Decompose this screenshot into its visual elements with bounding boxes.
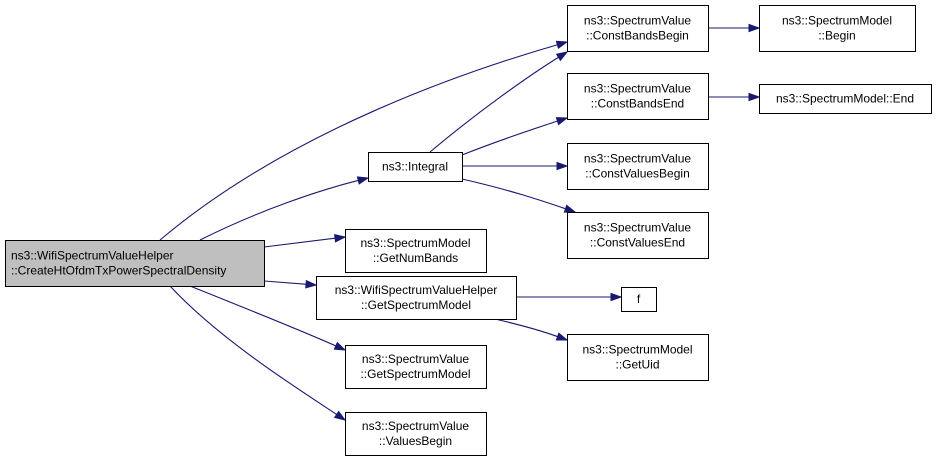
node-box[interactable] [345,412,487,456]
node-root[interactable]: ns3::WifiSpectrumValueHelper::CreateHtOf… [5,240,265,287]
node-model_begin[interactable]: ns3::SpectrumModel::Begin [759,5,916,52]
node-box[interactable] [759,84,932,114]
node-label-line: ::CreateHtOfdmTxPowerSpectralDensity [11,264,226,278]
arrow-head-icon [556,161,569,171]
node-box[interactable] [567,334,709,381]
arrow-head-icon [748,92,761,102]
node-label-line: ns3::SpectrumModel::End [776,92,914,106]
node-box[interactable] [567,143,709,190]
node-label-line: ns3::Integral [382,160,448,174]
arrow-head-icon [356,176,370,185]
node-label-line: ns3::WifiSpectrumValueHelper [335,283,498,297]
edge-integral-to-constbandsbegin [429,51,569,153]
edge-integral-to-constvaluesend [461,178,577,213]
edge-root-to-getspectrummodel_value [189,285,347,351]
node-label-line: ::GetSpectrumModel [360,367,470,381]
arrow-head-icon [305,279,318,289]
nodes-layer: ns3::WifiSpectrumValueHelper::CreateHtOf… [5,5,932,456]
node-integral[interactable]: ns3::Integral [368,152,463,182]
arrow-head-icon [555,332,569,341]
edge-root-to-constbandsbegin [159,40,569,241]
node-box[interactable] [567,212,709,259]
node-box[interactable] [621,287,657,312]
edge-line [159,43,559,241]
node-label-line: ns3::SpectrumValue [584,14,691,28]
node-model_end[interactable]: ns3::SpectrumModel::End [759,84,932,114]
node-getspectrummodel_helper[interactable]: ns3::WifiSpectrumValueHelper::GetSpectru… [316,276,517,320]
node-label-line: ns3::SpectrumModel [360,236,470,250]
arrow-head-icon [333,341,347,351]
node-box[interactable] [345,229,487,273]
node-box[interactable] [368,152,463,182]
node-label-line: f [637,292,641,306]
node-label-line: ::Begin [818,29,855,43]
arrow-head-icon [555,40,569,50]
edge-constbandsend-to-model_end [708,92,761,102]
node-getspectrummodel_value[interactable]: ns3::SpectrumValue::GetSpectrumModel [345,345,487,389]
edge-root-to-integral [199,176,370,241]
edge-line [429,56,560,153]
node-getnumbands[interactable]: ns3::SpectrumModel::GetNumBands [345,229,487,273]
node-box[interactable] [567,73,709,120]
edge-constbandsbegin-to-model_begin [708,23,761,33]
node-box[interactable] [345,345,487,389]
arrow-head-icon [610,292,623,302]
edge-integral-to-constvaluesbegin [462,161,569,171]
node-label-line: ::ConstValuesEnd [590,236,685,250]
edge-line [199,179,360,241]
arrow-head-icon [334,234,347,243]
node-getuid[interactable]: ns3::SpectrumModel::GetUid [567,334,709,381]
arrow-head-icon [555,51,569,62]
node-label-line: ns3::SpectrumValue [362,419,469,433]
node-constbandsend[interactable]: ns3::SpectrumValue::ConstBandsEnd [567,73,709,120]
node-valuesbegin[interactable]: ns3::SpectrumValue::ValuesBegin [345,412,487,456]
arrow-head-icon [555,117,569,126]
edge-line [461,178,567,210]
node-box[interactable] [567,5,709,52]
node-label-line: ns3::SpectrumValue [584,82,691,96]
node-label-line: ns3::SpectrumValue [362,352,469,366]
edge-line [189,285,337,347]
node-label-line: ::ValuesBegin [379,434,452,448]
edges-layer [159,23,761,421]
node-label-line: ns3::SpectrumModel [782,14,892,28]
arrow-head-icon [748,23,761,33]
node-box[interactable] [759,5,916,52]
node-label-line: ::GetSpectrumModel [361,298,471,312]
arrow-head-icon [563,204,577,213]
edge-line [263,280,308,285]
edge-integral-to-constbandsend [461,117,569,156]
node-constbandsbegin[interactable]: ns3::SpectrumValue::ConstBandsBegin [567,5,709,52]
edge-line [494,318,559,338]
node-label-line: ::GetUid [615,358,659,372]
edge-root-to-getspectrummodel_helper [263,279,318,289]
node-label-line: ::ConstValuesBegin [585,167,690,181]
node-f[interactable]: f [621,287,657,312]
edge-line [263,237,337,248]
node-label-line: ::ConstBandsEnd [591,97,684,111]
node-constvaluesbegin[interactable]: ns3::SpectrumValue::ConstValuesBegin [567,143,709,190]
edge-line [461,120,559,156]
edge-root-to-valuesbegin [169,285,347,421]
edge-root-to-getnumbands [263,234,347,248]
node-label-line: ns3::SpectrumValue [584,152,691,166]
node-label-line: ns3::SpectrumModel [582,343,692,357]
node-label-line: ::ConstBandsBegin [586,29,689,43]
node-box[interactable] [316,276,517,320]
edge-line [169,285,338,416]
arrow-head-icon [333,410,347,421]
edge-getspectrummodel_helper-to-f [516,292,623,302]
node-box[interactable] [5,240,265,287]
edge-getspectrummodel_helper-to-getuid [494,318,569,341]
node-label-line: ns3::WifiSpectrumValueHelper [11,249,174,263]
node-label-line: ns3::SpectrumValue [584,221,691,235]
node-label-line: ::GetNumBands [373,251,458,265]
node-constvaluesend[interactable]: ns3::SpectrumValue::ConstValuesEnd [567,212,709,259]
